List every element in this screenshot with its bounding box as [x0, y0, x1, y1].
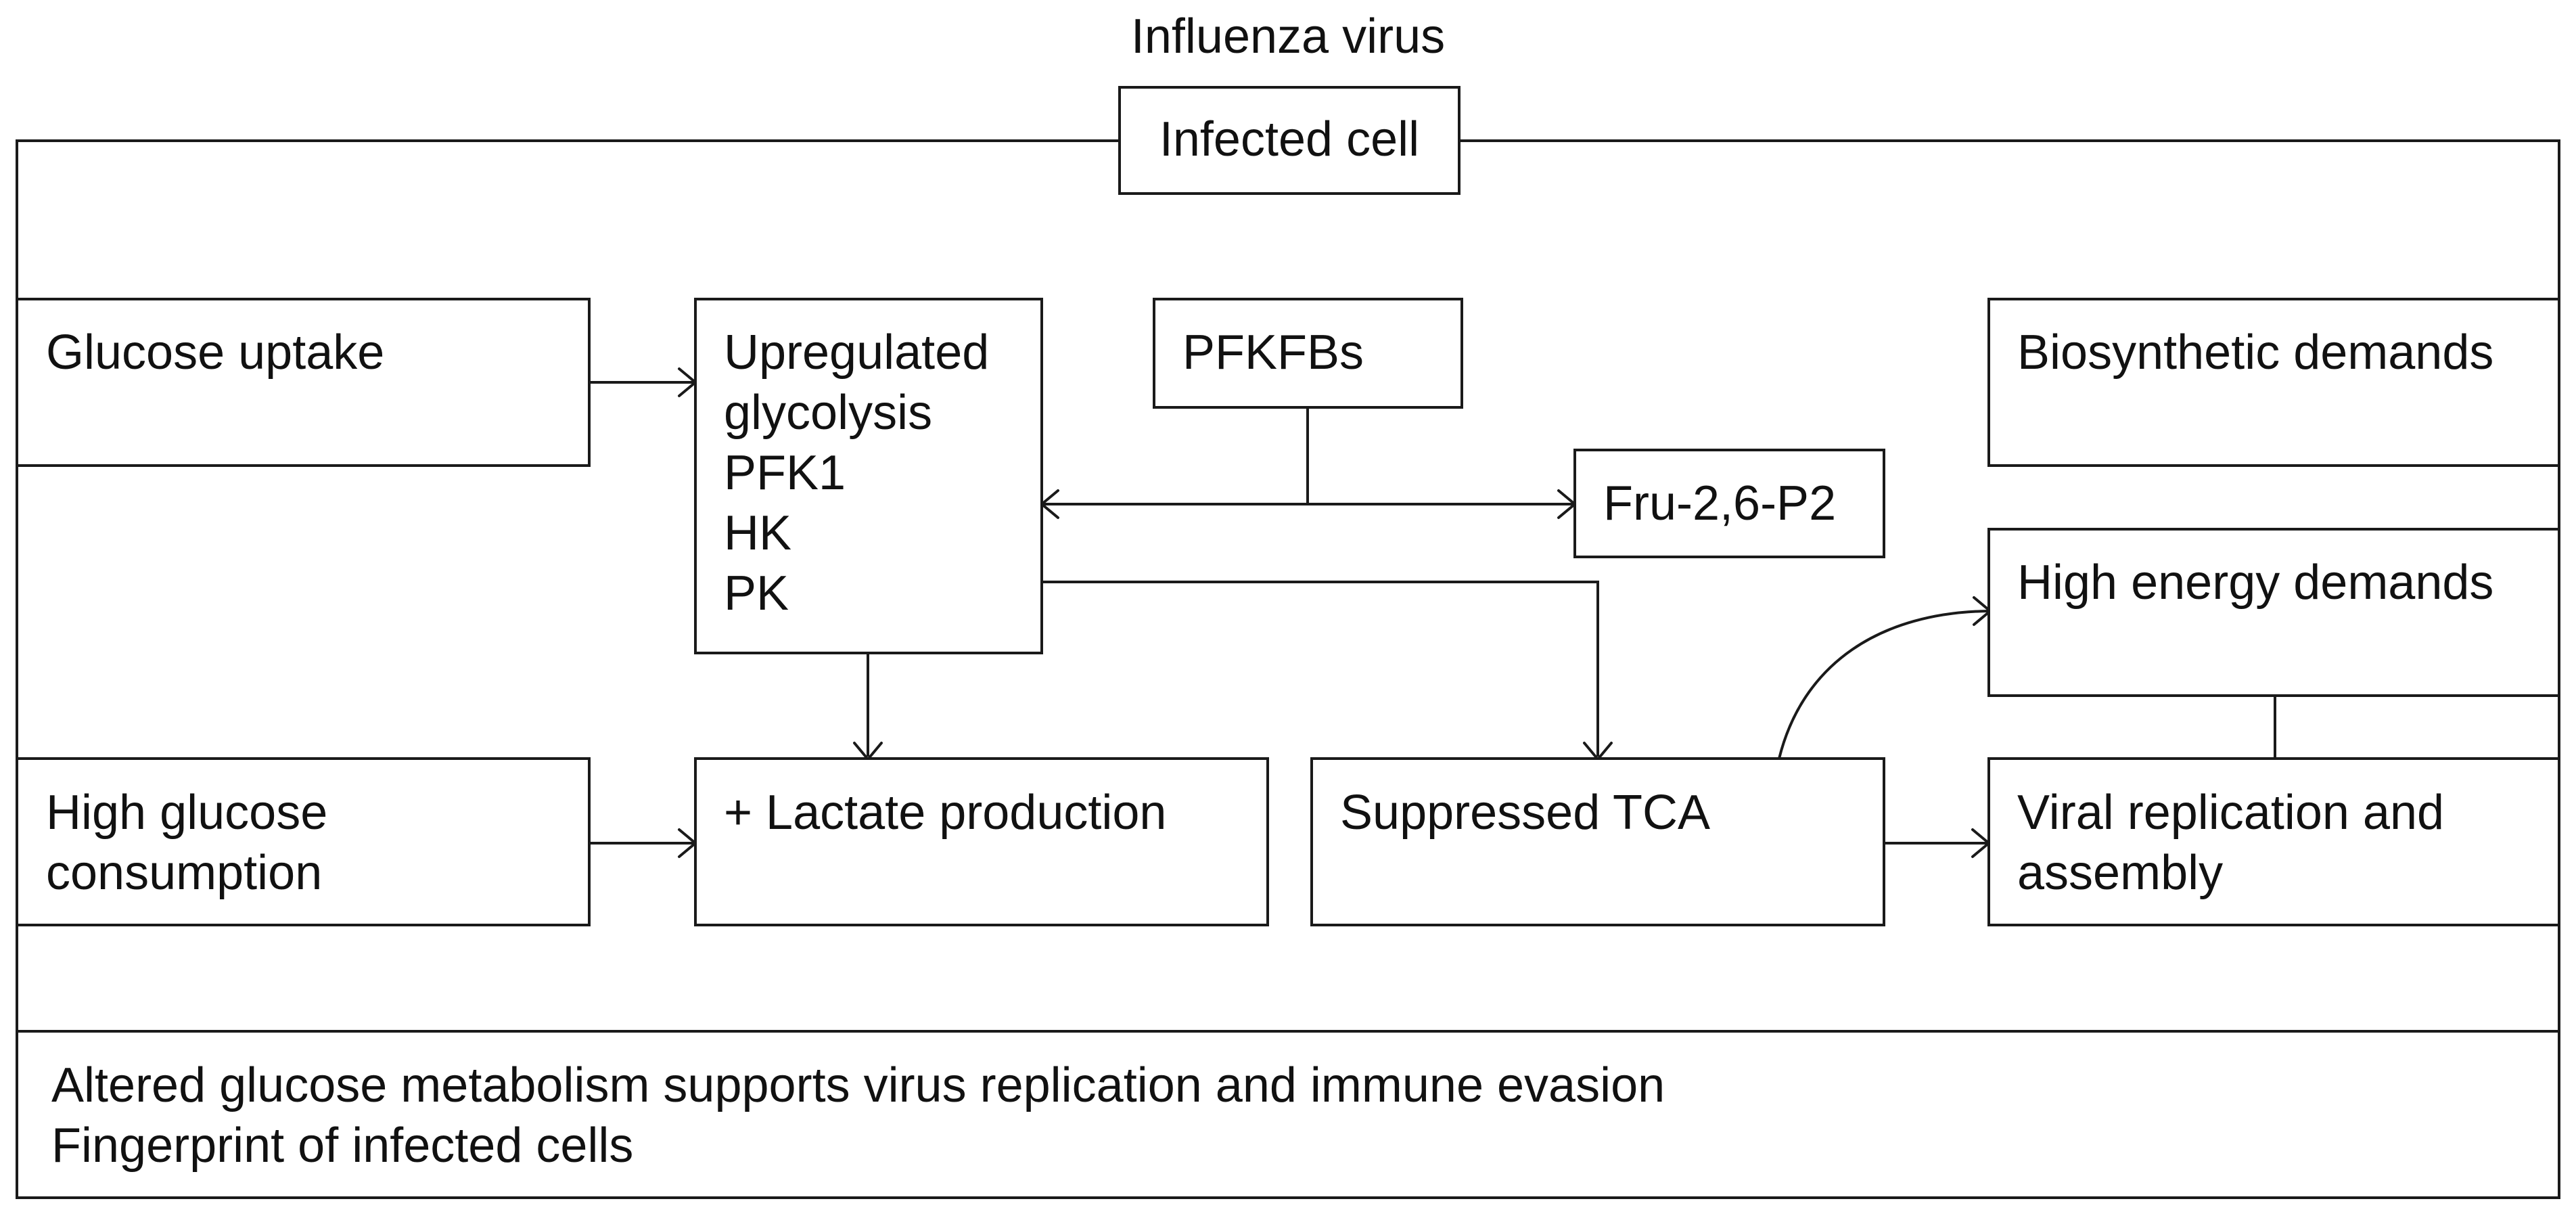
node-suppressed-tca: Suppressed TCA [1310, 757, 1885, 926]
suppressed-tca-text: Suppressed TCA [1340, 786, 1710, 840]
biosynthetic-demands-text: Biosynthetic demands [2017, 325, 2493, 380]
lactate-production-text: + Lactate production [724, 786, 1166, 840]
node-viral-replication: Viral replication and assembly [1987, 757, 2560, 926]
cell-frame [16, 139, 2560, 1199]
glycolysis-to-tca-line [1042, 581, 1599, 757]
summary-text: Altered glucose metabolism supports viru… [51, 1058, 1678, 1173]
node-glucose-uptake: Glucose uptake [16, 298, 591, 467]
glucose-uptake-text: Glucose uptake [46, 325, 384, 380]
node-fru26p2: Fru-2,6-P2 [1573, 449, 1885, 558]
high-glucose-consumption-text: High glucose consumption [46, 786, 341, 900]
connectors [589, 381, 2276, 845]
node-biosynthetic-demands: Biosynthetic demands [1987, 298, 2560, 467]
diagram-title: Influenza virus [1131, 9, 1445, 64]
glycolysis-text: Upregulated glycolysis PFK1 HK PK [724, 325, 1003, 621]
node-glycolysis: Upregulated glycolysis PFK1 HK PK [694, 298, 1043, 654]
infected-cell-label-box [1118, 86, 1460, 195]
fru26p2-text: Fru-2,6-P2 [1603, 476, 1836, 531]
infected-cell-label: Infected cell [1159, 112, 1419, 166]
node-pfkfbs: PFKFBs [1153, 298, 1463, 409]
node-high-glucose-consumption: High glucose consumption [16, 757, 591, 926]
node-lactate-production: + Lactate production [694, 757, 1269, 926]
node-high-energy-demands: High energy demands [1987, 528, 2560, 697]
tca-to-high-energy-curve [1778, 610, 1990, 759]
pfkfbs-text: PFKFBs [1182, 325, 1364, 380]
viral-replication-text: Viral replication and assembly [2017, 786, 2458, 900]
high-energy-demands-text: High energy demands [2017, 556, 2493, 610]
